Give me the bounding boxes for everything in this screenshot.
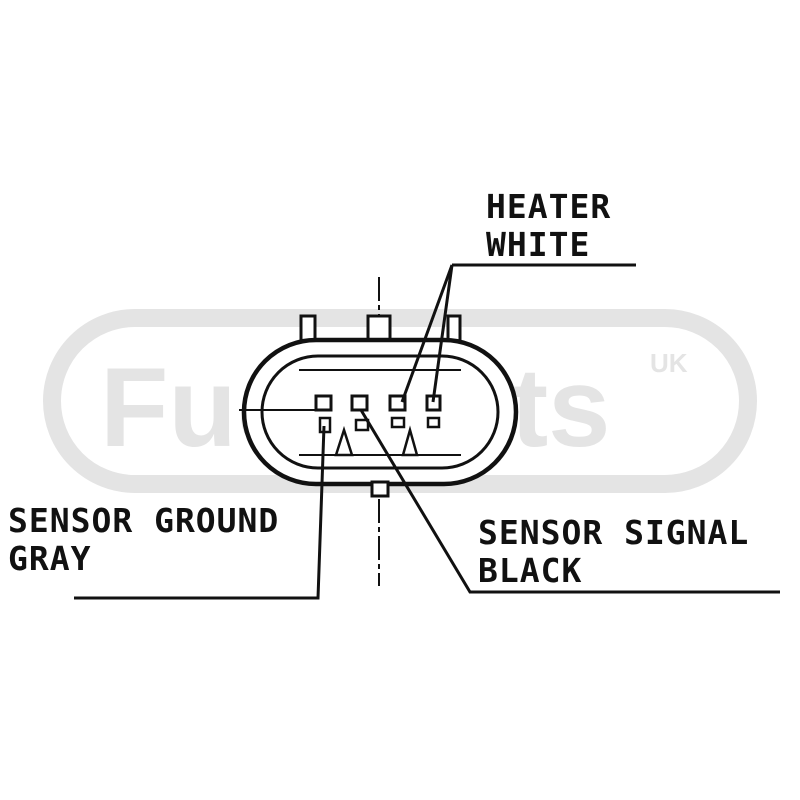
terminal-2 (354, 418, 370, 432)
sensor-signal-label-line2: BLACK (478, 551, 582, 590)
connector-drawing (239, 277, 519, 586)
pin-cavity-2 (350, 394, 369, 412)
bottom-latch (370, 480, 390, 498)
heater-label-line2: WHITE (486, 225, 590, 264)
sensor-ground-label-line1: SENSOR GROUND (8, 501, 279, 540)
pin-cavity-3 (388, 394, 407, 412)
sensor-ground-leader (74, 425, 326, 600)
terminal-3 (390, 416, 406, 429)
connector-housing-inner (260, 354, 500, 470)
heater-label-line1: HEATER (486, 187, 611, 226)
sensor-ground-label-line2: GRAY (8, 539, 91, 578)
watermark-region: UK (650, 348, 688, 378)
leader-lines (74, 263, 780, 600)
polarizing-wedge-right (401, 425, 419, 457)
sensor-signal-label-line1: SENSOR SIGNAL (478, 513, 749, 552)
terminal-4 (426, 416, 441, 429)
heater-leader-pin4 (431, 264, 454, 403)
connector-housing-outer (241, 337, 519, 487)
polarizing-wedge-left (334, 425, 354, 457)
heater-leader-pin3 (400, 264, 454, 403)
pin-cavity-1 (314, 394, 333, 412)
callout-labels: HEATER WHITE SENSOR GROUND GRAY SENSOR S… (8, 187, 749, 590)
sensor-signal-leader (359, 409, 780, 594)
